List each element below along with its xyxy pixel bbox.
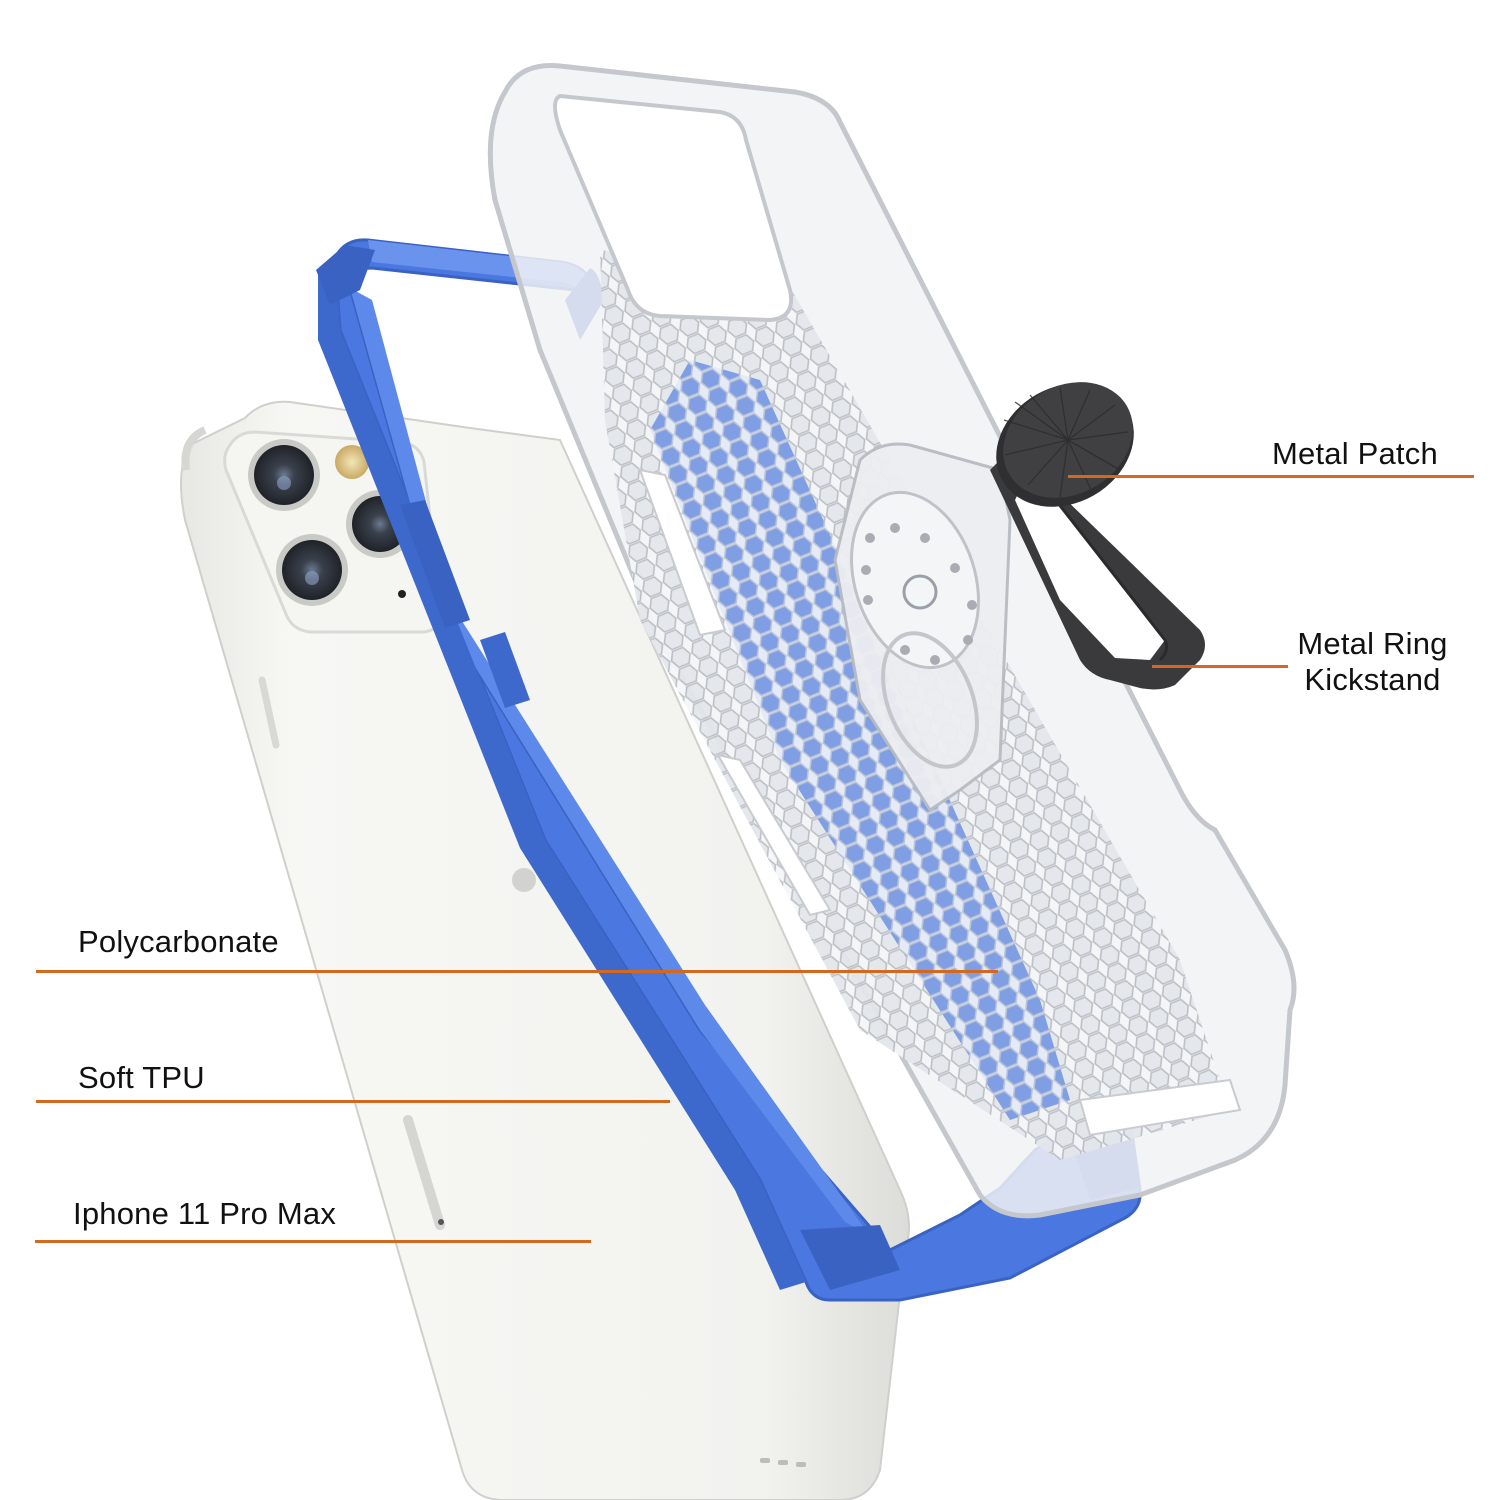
leader-line-polycarbonate [36,970,998,973]
leader-line-metal-ring [1152,665,1288,668]
label-polycarbonate: Polycarbonate [78,924,279,959]
leader-line-phone-model [35,1240,591,1243]
label-soft-tpu: Soft TPU [78,1060,205,1095]
polycarbonate-shell [487,63,1297,1219]
label-metal-ring-kickstand: Metal Ring Kickstand [1290,626,1455,697]
label-metal-patch: Metal Patch [1272,436,1438,471]
label-metal-ring-line2: Kickstand [1304,661,1441,697]
label-metal-ring-line1: Metal Ring [1297,626,1448,661]
leader-line-soft-tpu [36,1100,670,1103]
metal-ring-kickstand [990,382,1205,690]
label-phone-model: Iphone 11 Pro Max [73,1196,337,1231]
leader-line-metal-patch [1068,475,1474,478]
